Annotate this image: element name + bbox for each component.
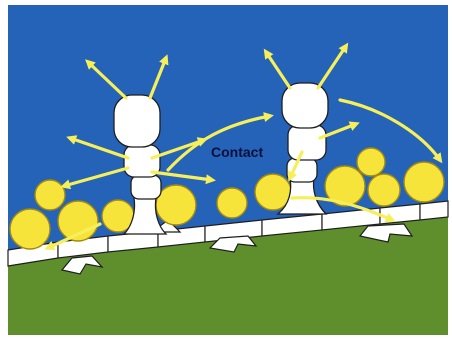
spore <box>368 174 400 206</box>
sporeling-top-cell <box>114 95 160 147</box>
surface-cell <box>380 204 420 224</box>
contact-label: Contact <box>211 144 263 160</box>
spore <box>217 188 247 218</box>
sporeling-top-cell <box>282 83 328 128</box>
spore <box>35 180 65 210</box>
spore <box>156 185 196 225</box>
spore <box>357 148 385 176</box>
surface-cell <box>420 201 448 220</box>
sporeling-segment <box>131 175 161 199</box>
spore <box>10 209 50 249</box>
sporeling-segment <box>288 125 326 160</box>
spore <box>404 162 444 202</box>
